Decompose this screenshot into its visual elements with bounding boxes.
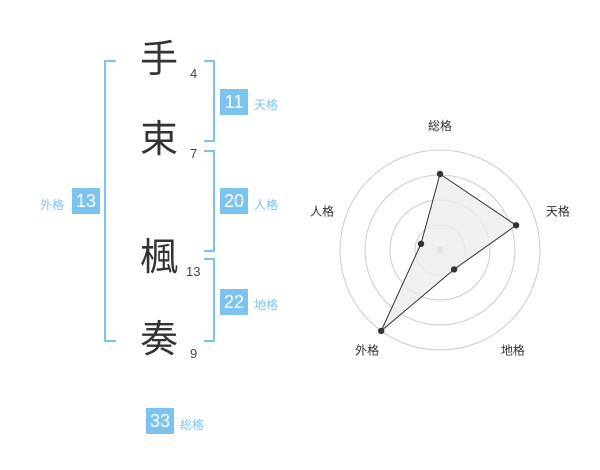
gaikaku-label: 外格 [40,198,65,212]
radar-axis-label-3: 地格 [501,342,525,357]
gaikaku-bracket [104,60,116,342]
radar-point-2 [512,222,520,229]
name-char-3: 楓 [140,235,179,279]
jinkaku-value: 20 [220,188,248,214]
radar-axis-label-5: 人格 [310,204,334,219]
radar-point-3 [450,266,458,273]
stroke-count-1: 4 [190,66,198,81]
stroke-count-2: 7 [190,146,198,161]
gaikaku-value: 13 [72,188,100,214]
radar-point-1 [436,170,444,178]
stroke-count-4: 9 [190,346,198,361]
chikaku-label: 地格 [254,298,279,312]
chikaku-bracket [204,258,215,342]
radar-ring [339,149,541,351]
radar-axis-label-4: 外格 [355,342,379,357]
tenkaku-label: 天格 [254,98,279,112]
name-char-1: 手 [140,37,179,81]
name-char-4: 奏 [140,317,179,361]
stroke-count-3: 13 [186,264,201,279]
name-char-2: 束 [140,117,179,161]
radar-axis-label-1: 総格 [428,118,452,133]
radar-point-5 [417,240,425,248]
tenkaku-bracket [204,60,215,142]
chikaku-value: 22 [220,289,248,315]
jinkaku-label: 人格 [254,198,279,212]
jinkaku-bracket [204,150,215,252]
radar-points [378,170,520,335]
soukaku-value: 33 [146,408,174,434]
soukaku-label: 総格 [180,418,205,432]
radar-axis-label-2: 天格 [546,204,570,219]
tenkaku-value: 11 [220,89,248,115]
radar-point-4 [378,327,385,335]
radar-area [380,173,517,332]
